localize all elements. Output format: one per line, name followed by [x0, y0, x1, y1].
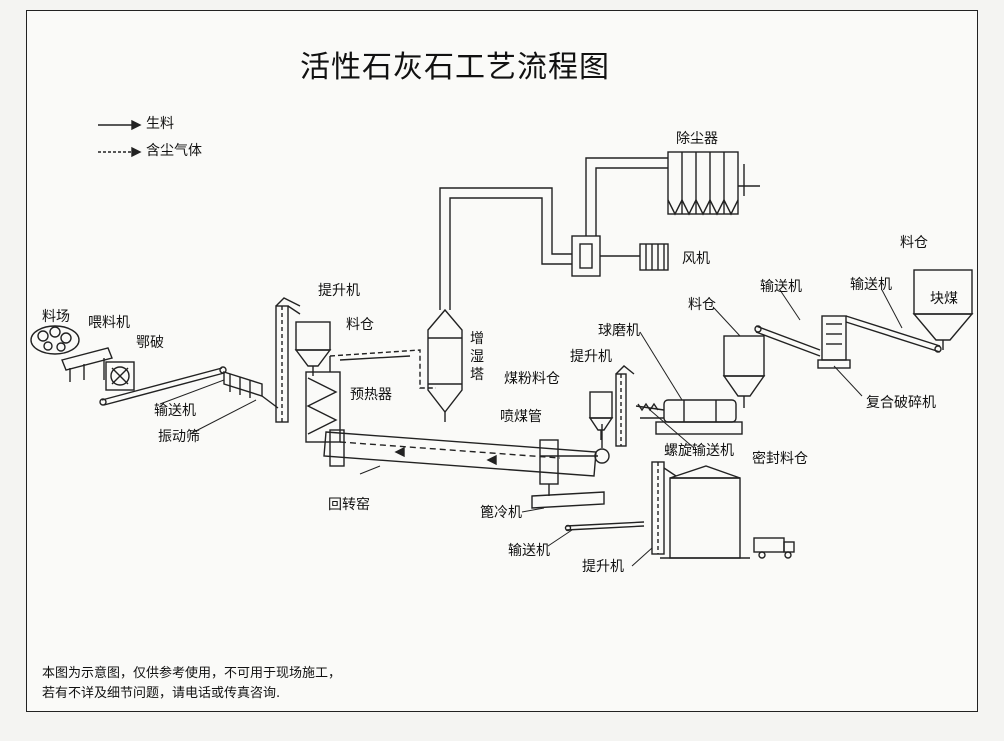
rotary-kiln-unit: [323, 429, 597, 477]
label-lump-coal: 块煤: [930, 291, 958, 307]
truck-icon: [753, 537, 795, 559]
elevator-1-machine: [275, 297, 301, 423]
compound-crusher-unit: [817, 315, 851, 369]
jaw-crusher-machine: [105, 361, 135, 391]
label-elevator-1: 提升机: [318, 283, 360, 299]
label-bin-3: 料仓: [900, 235, 928, 251]
ball-mill-unit: [640, 399, 743, 435]
leader-lines: [159, 289, 903, 567]
label-fan: 风机: [682, 251, 710, 267]
label-coal-injection-pipe: 喷煤管: [500, 409, 542, 425]
label-vibrating-screen: 振动筛: [158, 429, 200, 445]
label-jaw-crusher: 鄂破: [136, 335, 164, 351]
label-conveyor-4: 输送机: [850, 277, 892, 293]
label-elevator-2: 提升机: [582, 559, 624, 575]
label-ball-mill: 球磨机: [598, 323, 640, 339]
screw-conveyor-unit: [635, 402, 665, 412]
label-grate-cooler: 篦冷机: [480, 505, 522, 521]
label-conveyor-1: 输送机: [154, 403, 196, 419]
grate-cooler-unit: [531, 439, 605, 509]
bin-3-hopper: [912, 269, 974, 350]
disclaimer-note: 本图为示意图，仅供参考使用，不可用于现场施工， 若有不详及细节问题，请电话或传真…: [42, 664, 341, 704]
diagram-title: 活性石灰石工艺流程图: [300, 50, 610, 85]
legend-dashed-line: [98, 146, 142, 158]
bin-2-hopper: [722, 335, 766, 408]
label-screw-conveyor: 螺旋输送机: [664, 443, 734, 459]
humidifier-tower-unit: [427, 187, 572, 422]
label-feeder: 喂料机: [88, 315, 130, 331]
disclaimer-line-1: 本图为示意图，仅供参考使用，不可用于现场施工，: [42, 666, 342, 681]
coal-powder-bin-unit: [588, 391, 614, 440]
elevator-3-machine: [615, 365, 635, 447]
label-coal-powder-bin: 煤粉料仓: [504, 371, 560, 387]
diagram-frame: [26, 10, 978, 712]
label-stockyard: 料场: [42, 309, 70, 325]
conveyor-4-belt: [845, 315, 942, 353]
label-conveyor-3: 输送机: [760, 279, 802, 295]
label-bin-1: 料仓: [346, 317, 374, 333]
label-bin-2: 料仓: [688, 297, 716, 313]
coal-injection-pipe-unit: [540, 424, 610, 464]
elevator-2-machine: [651, 461, 677, 555]
fan-unit: [571, 235, 669, 277]
label-preheater: 预热器: [350, 387, 392, 403]
feeder-machine: [61, 347, 113, 382]
label-compound-crusher: 复合破碎机: [866, 395, 936, 411]
label-dust-collector: 除尘器: [676, 131, 718, 147]
label-humidifier-tower: 增湿塔: [470, 331, 484, 383]
legend-solid-line: [98, 119, 142, 131]
label-rotary-kiln: 回转窑: [328, 497, 370, 513]
conveyor-1-belt: [99, 366, 227, 406]
disclaimer-line-2: 若有不详及细节问题，请电话或传真咨询.: [42, 686, 281, 701]
legend-raw-material-label: 生料: [146, 116, 174, 132]
label-elevator-3: 提升机: [570, 349, 612, 365]
conveyor-2-belt: [564, 521, 645, 532]
label-conveyor-2: 输送机: [508, 543, 550, 559]
sealed-bin-unit: [660, 465, 750, 559]
dust-collector-unit: [585, 151, 760, 236]
legend-dust-gas-label: 含尘气体: [146, 143, 202, 159]
stockyard-pile: [30, 325, 80, 355]
conveyor-3-belt: [754, 325, 821, 357]
bin-1-hopper: [294, 321, 332, 376]
label-sealed-bin: 密封料仓: [752, 451, 808, 467]
